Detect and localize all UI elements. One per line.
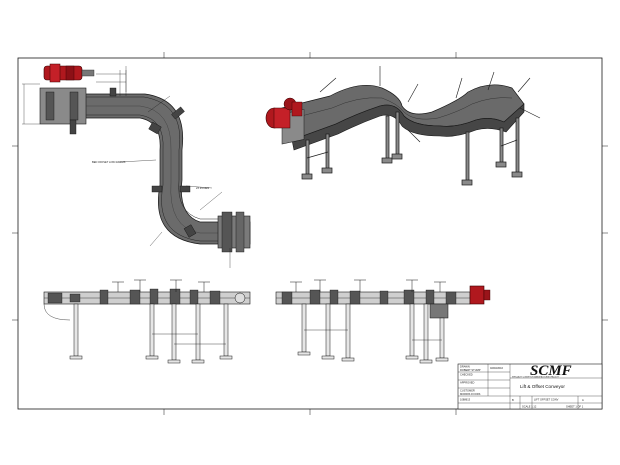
customer-name: MORRIS FOODS bbox=[460, 392, 481, 396]
isometric-view bbox=[265, 66, 541, 186]
drawing-title: Lift & Offset Conveyor bbox=[520, 384, 565, 389]
customer-label: CUSTOMER bbox=[460, 389, 475, 393]
iso-belt-side bbox=[291, 103, 525, 151]
motor-top-view bbox=[43, 63, 95, 83]
drawn-label: DRAWN bbox=[460, 365, 470, 369]
job-number: 1088613 bbox=[460, 398, 471, 402]
approved-label: APPROVED bbox=[460, 381, 475, 385]
drawing-date: 02/03/2016 bbox=[490, 366, 504, 370]
drawing-scale: SCALE 1:12 bbox=[522, 405, 537, 409]
drawing-sheet: SHEET 1 OF 1 bbox=[566, 405, 584, 409]
title-block: DRAWN ROBERT STUMP 02/03/2016 CHECKED AP… bbox=[457, 363, 603, 410]
sheet-border bbox=[12, 52, 608, 415]
side-elevation bbox=[275, 279, 491, 364]
drawing-number: LIFT OFFSET CONV bbox=[534, 398, 559, 402]
front-elevation bbox=[43, 279, 251, 364]
top-view: BED OFFSET LOW RADIUS 2X 45 DEG bbox=[22, 63, 251, 268]
company-tagline: SPECIALTY CONVEYOR MANUFACTURING FACILIT… bbox=[512, 376, 560, 379]
motor-side-view bbox=[469, 285, 491, 305]
drawn-by: ROBERT STUMP bbox=[460, 368, 481, 372]
motor-iso-view bbox=[265, 97, 303, 129]
side-legs bbox=[297, 303, 449, 364]
top-view-note-1: BED OFFSET LOW RADIUS bbox=[92, 160, 126, 164]
top-view-note-2: 2X 45 DEG bbox=[196, 186, 209, 190]
checked-label: CHECKED bbox=[460, 373, 473, 377]
company-logo: SCMF bbox=[530, 363, 572, 379]
front-legs bbox=[69, 303, 233, 364]
drawing-size: B bbox=[512, 398, 514, 402]
iso-guide-arms bbox=[319, 66, 541, 143]
drawing-rev: A bbox=[582, 398, 584, 402]
top-view-brackets bbox=[69, 87, 197, 238]
iso-legs bbox=[301, 111, 523, 186]
